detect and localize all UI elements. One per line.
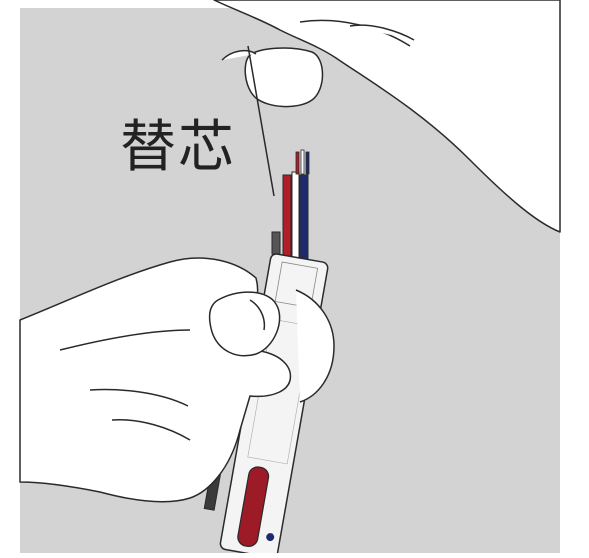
refill-callout-label: 替芯 — [120, 115, 236, 180]
pen-color-window — [237, 466, 270, 548]
lower-hand-illustration — [19, 257, 335, 503]
callout-leader-line — [247, 45, 275, 197]
upper-hand-illustration — [213, 0, 561, 233]
